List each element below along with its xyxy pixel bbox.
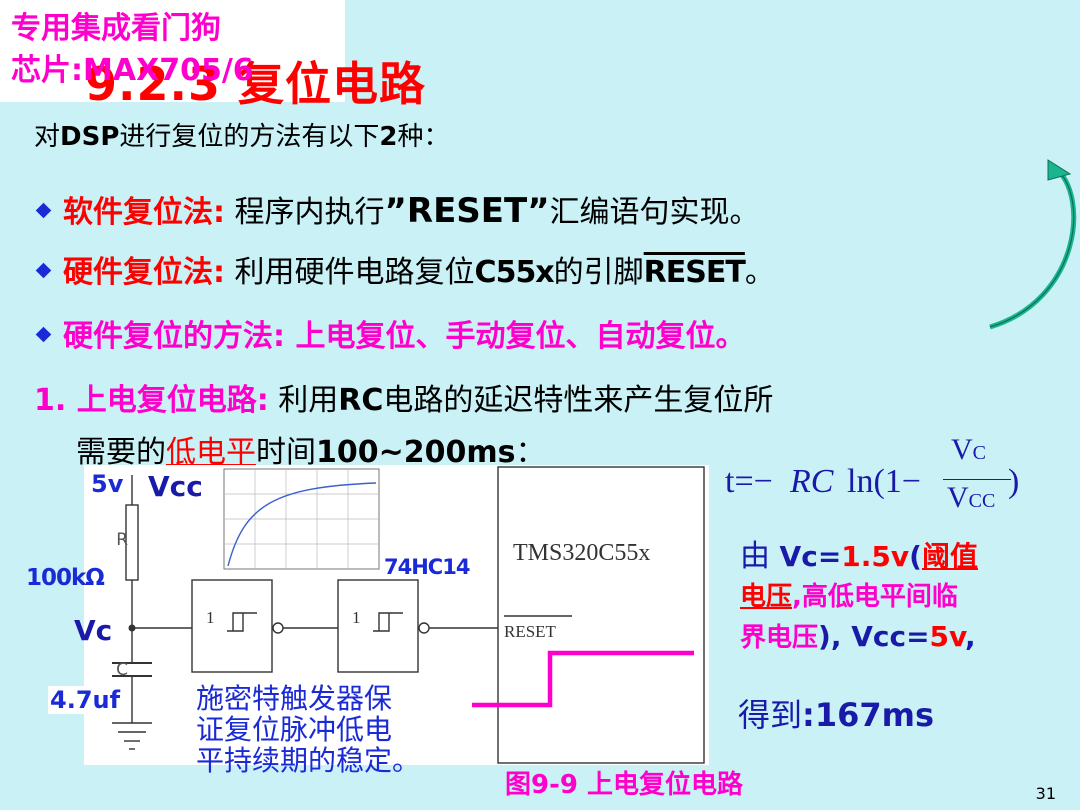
supply-5v-label: 5v bbox=[88, 470, 127, 498]
threshold-term: 阈值 bbox=[921, 540, 978, 573]
delay-formula: t=− RC ln(1− VC VCC ) bbox=[725, 433, 1045, 527]
bullet-text: 程序内执行 bbox=[225, 195, 385, 230]
condition-line-1: 由 Vc=1.5v(阈值 bbox=[740, 537, 1070, 577]
line2-mid: 时间 bbox=[256, 435, 316, 470]
schmitt-trigger-note: 施密特触发器保 证复位脉冲低电 平持续期的稳定。 bbox=[196, 683, 420, 776]
formula-denominator: VCC bbox=[947, 481, 995, 515]
line2-pre: 需要的 bbox=[76, 435, 166, 470]
capacitor-symbol-label: C bbox=[116, 660, 128, 680]
fraction-bar bbox=[943, 479, 1011, 480]
intro-num: 2 bbox=[379, 122, 398, 152]
condition-close: ), bbox=[818, 620, 852, 653]
line2-post: ： bbox=[515, 435, 546, 470]
reset-time: 100~200ms bbox=[316, 435, 516, 470]
bullet-head: 硬件复位法: bbox=[63, 255, 225, 290]
section-power-on-reset: 1. 上电复位电路: 利用RC电路的延迟特性来产生复位所 bbox=[34, 375, 773, 419]
intro-pre: 对 bbox=[34, 122, 61, 152]
vcc-label: Vcc bbox=[148, 470, 203, 503]
condition-vcc-value: 5v bbox=[929, 620, 965, 653]
callout-line-2: 芯片:MAX705/6 bbox=[11, 53, 254, 88]
condition-line-2: 电压,高低电平间临 bbox=[740, 577, 1070, 617]
section-head: 上电复位电路: bbox=[66, 383, 269, 418]
bullet-hardware-reset: 硬件复位法: 利用硬件电路复位C55x的引脚RESET。 bbox=[34, 247, 775, 291]
intro-dsp: DSP bbox=[60, 122, 120, 152]
section-number: 1. bbox=[34, 383, 67, 418]
bullet-chip: C55x bbox=[474, 255, 555, 290]
intro-post: 种： bbox=[397, 122, 450, 152]
threshold-term-2: 电压 bbox=[740, 582, 793, 612]
low-level-term: 低电平 bbox=[166, 435, 256, 470]
denominator-v: V bbox=[947, 481, 969, 514]
note-line: 施密特触发器保 bbox=[196, 682, 393, 715]
bullet-code: ”RESET” bbox=[384, 191, 550, 231]
vc-node-dot bbox=[128, 624, 136, 632]
reset-pulse-waveform bbox=[472, 650, 694, 708]
intro-mid: 进行复位的方法有以下 bbox=[119, 122, 380, 152]
formula-numerator: VC bbox=[951, 433, 986, 467]
formula-rc: RC bbox=[790, 463, 834, 500]
bullet-text-end: 汇编语句实现。 bbox=[549, 195, 760, 230]
bullet-reset-methods: 硬件复位的方法: 上电复位、手动复位、自动复位。 bbox=[34, 311, 745, 355]
note-line: 平持续期的稳定。 bbox=[196, 744, 421, 777]
formula-ln: ln(1− bbox=[847, 463, 921, 500]
bullet-text: 利用硬件电路复位 bbox=[225, 255, 475, 290]
critical-voltage-term: 界电压 bbox=[740, 623, 819, 653]
charge-curve-inset bbox=[223, 468, 380, 570]
result-value: :167ms bbox=[802, 696, 934, 734]
bullet-head: 硬件复位的方法: 上电复位、手动复位、自动复位。 bbox=[63, 319, 746, 354]
circuit-schematic: R C 1 1 TMS320C55x RESET bbox=[112, 466, 705, 764]
bullet-text-end: 。 bbox=[744, 255, 775, 290]
vc-label: Vc bbox=[74, 614, 113, 647]
figure-caption: 图9-9 上电复位电路 bbox=[505, 770, 744, 800]
condition-paren: ( bbox=[909, 540, 922, 573]
formula-close: ) bbox=[1008, 463, 1020, 500]
numerator-v: V bbox=[951, 433, 973, 466]
callout-line-1: 专用集成看门狗 bbox=[11, 11, 221, 46]
denominator-sub: CC bbox=[968, 490, 996, 512]
gate-1-label: 1 bbox=[206, 608, 215, 627]
tms-chip-label: TMS320C55x bbox=[513, 540, 650, 566]
resistor-symbol-label: R bbox=[116, 530, 128, 550]
page-number: 31 bbox=[1035, 784, 1056, 803]
condition-vcc: Vcc= bbox=[851, 620, 930, 653]
condition-vc: Vc= bbox=[779, 540, 842, 573]
threshold-condition: 由 Vc=1.5v(阈值 电压,高低电平间临 界电压), Vcc=5v, bbox=[740, 537, 1070, 658]
condition-pre: 由 bbox=[740, 539, 780, 574]
result-pre: 得到 bbox=[738, 696, 803, 734]
section-body-2: 电路的延迟特性来产生复位所 bbox=[383, 383, 774, 418]
slide-title: 9.2.3 复位电路 bbox=[85, 57, 426, 111]
ic-74hc14-label: 74HC14 bbox=[384, 555, 470, 579]
condition-mid: ,高低电平间临 bbox=[792, 582, 958, 612]
condition-vc-value: 1.5v bbox=[841, 540, 910, 573]
tms-reset-pin-label: RESET bbox=[504, 622, 557, 641]
formula-lhs: t=− bbox=[725, 463, 773, 500]
bullet-head: 软件复位法: bbox=[63, 195, 225, 230]
section-rc: RC bbox=[338, 383, 384, 418]
section-body: 利用 bbox=[268, 383, 339, 418]
bullet-software-reset: 软件复位法: 程序内执行”RESET”汇编语句实现。 bbox=[34, 187, 760, 231]
bullet-mid: 的引脚 bbox=[553, 255, 644, 290]
condition-line-3: 界电压), Vcc=5v, bbox=[740, 617, 1070, 658]
numerator-sub: C bbox=[972, 442, 987, 464]
capacitor-value-label: 4.7uf bbox=[48, 686, 123, 714]
resistor-value-label: 100kΩ bbox=[26, 565, 105, 591]
reset-pin-label: RESET bbox=[643, 255, 746, 290]
watchdog-callout: 专用集成看门狗 芯片:MAX705/6 bbox=[0, 0, 345, 102]
condition-comma: , bbox=[964, 620, 976, 653]
intro-text: 对DSP进行复位的方法有以下2种： bbox=[34, 116, 450, 153]
result-text: 得到:167ms bbox=[738, 690, 934, 736]
section-power-on-reset-line2: 需要的低电平时间100~200ms： bbox=[76, 427, 546, 471]
gate-2-label: 1 bbox=[352, 608, 361, 627]
reset-circuit-diagram: R C 1 1 TMS320C55x RESET bbox=[84, 465, 709, 765]
note-line: 证复位脉冲低电 bbox=[196, 713, 393, 746]
